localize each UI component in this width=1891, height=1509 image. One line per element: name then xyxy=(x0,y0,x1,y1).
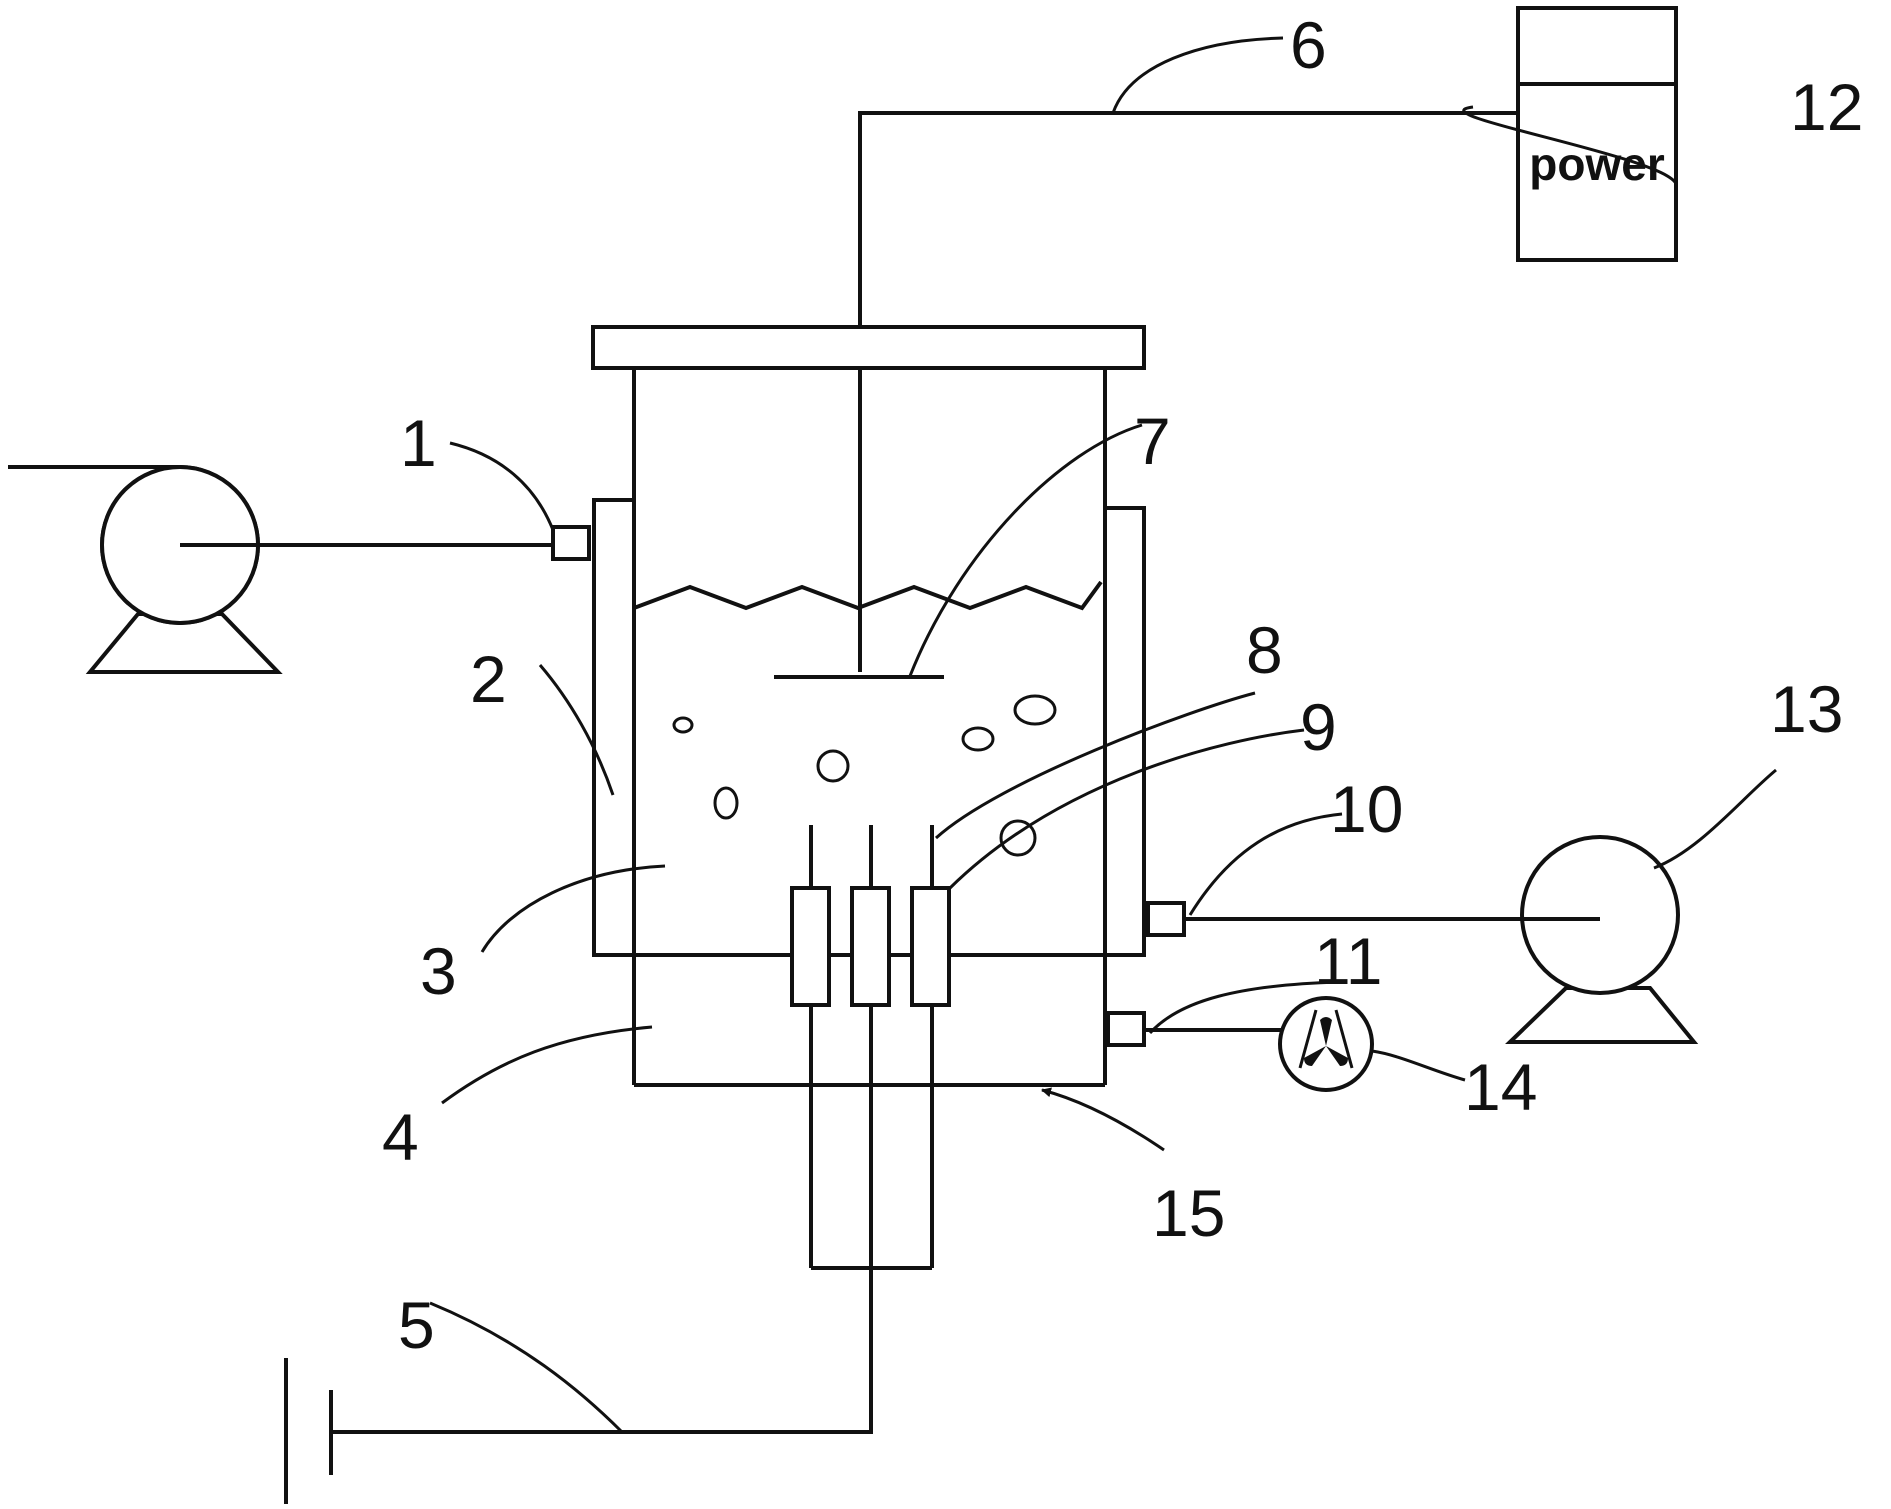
right-pump xyxy=(1184,835,1699,1044)
label-9: 9 xyxy=(1300,690,1337,764)
left-pump xyxy=(8,465,553,674)
label-7: 7 xyxy=(1134,404,1171,478)
label-5: 5 xyxy=(398,1288,435,1362)
label-3: 3 xyxy=(420,934,457,1008)
power-supply: power xyxy=(1516,6,1678,262)
electrode-sleeve xyxy=(850,886,891,1007)
label-2: 2 xyxy=(470,642,507,716)
inlet-port xyxy=(551,525,591,561)
label-13: 13 xyxy=(1770,672,1843,746)
part-labels: 1 2 3 4 5 6 7 8 9 10 11 12 13 14 15 xyxy=(382,8,1863,1362)
electrode-sleeve xyxy=(910,886,951,1007)
bubbles xyxy=(672,694,1057,857)
label-1: 1 xyxy=(400,406,437,480)
air-blower xyxy=(1144,996,1374,1092)
power-wire xyxy=(858,111,1518,672)
reactor-vessel xyxy=(591,325,1146,1087)
label-8: 8 xyxy=(1246,613,1283,687)
gas-inlet-port xyxy=(1106,1011,1146,1047)
liquid-surface xyxy=(633,580,1103,611)
label-11: 11 xyxy=(1314,924,1383,998)
label-14: 14 xyxy=(1464,1050,1537,1124)
reactor-lid xyxy=(591,325,1146,370)
label-10: 10 xyxy=(1330,772,1403,846)
discharge-electrodes xyxy=(790,825,951,1270)
leader-lines xyxy=(429,36,1777,1434)
power-label: power xyxy=(1529,138,1665,190)
label-12: 12 xyxy=(1790,70,1863,144)
label-15: 15 xyxy=(1152,1176,1225,1250)
label-6: 6 xyxy=(1290,8,1327,82)
electrode-sleeve xyxy=(790,886,831,1007)
outlet-port xyxy=(1146,901,1186,937)
label-4: 4 xyxy=(382,1100,419,1174)
ground-wire xyxy=(331,1268,873,1434)
